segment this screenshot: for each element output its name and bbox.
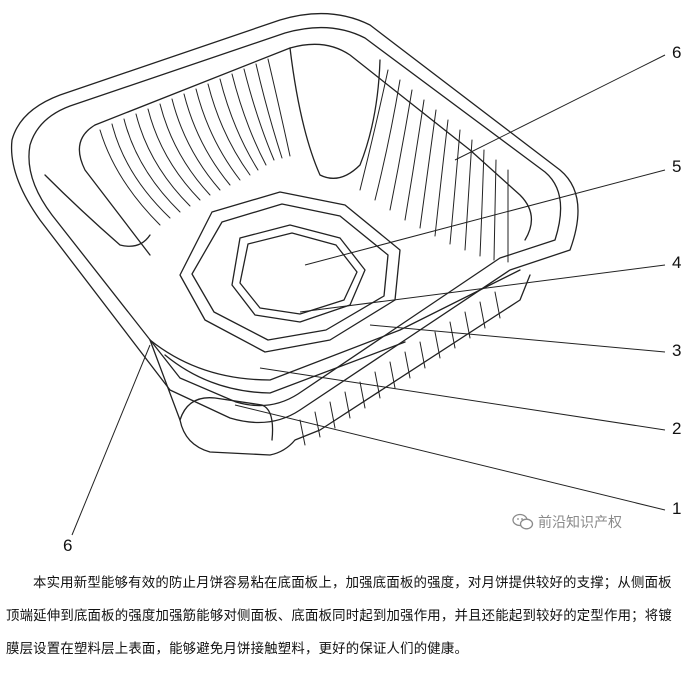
label-5: 5	[672, 157, 682, 176]
leader-6-top	[454, 54, 666, 161]
leader-4	[299, 264, 666, 313]
wechat-icon	[512, 513, 534, 531]
watermark: 前沿知识产权	[512, 512, 622, 532]
label-2: 2	[672, 419, 682, 438]
patent-figure: 6 5 4 3 2 1 6 前沿知识产权	[10, 12, 682, 555]
label-3: 3	[672, 341, 682, 360]
mooncake-tray-drawing	[10, 12, 666, 536]
octagon-inner-rim	[239, 232, 358, 315]
tray-skirt	[149, 274, 531, 456]
octagon-outer-inner	[191, 203, 389, 341]
tray-left-notch	[44, 174, 151, 247]
label-6-bottom: 6	[63, 536, 73, 555]
tray-base-edge	[149, 269, 521, 381]
tray-inner-rim	[28, 26, 562, 407]
leader-lines	[71, 54, 666, 536]
watermark-text: 前沿知识产权	[538, 515, 622, 531]
tray-back-notch	[289, 47, 381, 179]
right-wall-ribs	[359, 69, 509, 263]
leader-3	[369, 324, 666, 353]
leader-2	[259, 367, 666, 431]
left-wall-ribs	[99, 58, 291, 226]
tray-outer-rim	[10, 12, 579, 424]
skirt-ribs	[299, 291, 501, 446]
octagon-inner	[231, 224, 366, 323]
label-6-top: 6	[672, 43, 682, 62]
octagon-outer	[179, 191, 401, 353]
leader-5	[304, 169, 666, 266]
tray-basin-back	[94, 43, 532, 241]
label-4: 4	[672, 253, 682, 272]
tray-basin-left	[78, 124, 151, 256]
label-1: 1	[672, 499, 682, 518]
leader-1	[234, 404, 666, 511]
leader-6-bottom	[71, 344, 151, 536]
figure-caption: 本实用新型能够有效的防止月饼容易粘在底面板上，加强底面板的强度，对月饼提供较好的…	[6, 576, 672, 657]
tray-foot-left	[179, 397, 274, 441]
tray-base-edge-2	[164, 341, 406, 394]
